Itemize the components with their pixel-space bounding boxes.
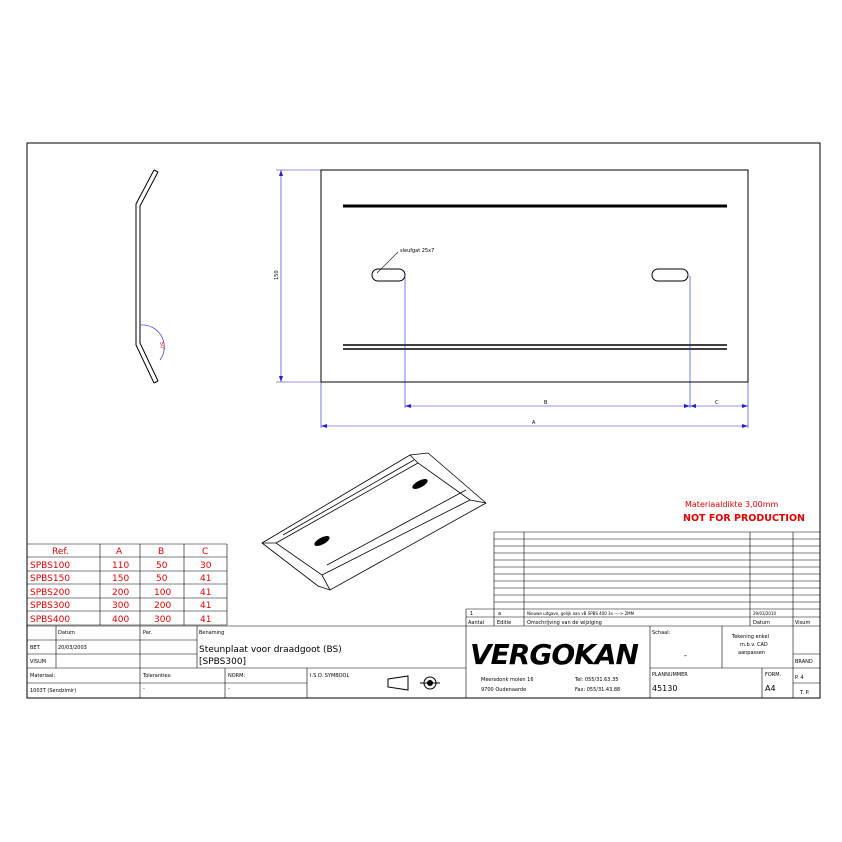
ref-cell: 41 [200, 574, 211, 584]
dim-b-label: B [544, 400, 548, 406]
drawing-label: Meersdonk molen 16 [481, 677, 534, 683]
ref-cell: 200 [112, 588, 129, 598]
drawing-label: Aantal [468, 620, 484, 626]
ref-cell: 30 [200, 561, 212, 571]
slot-left [371, 268, 406, 282]
drawing-label: m.b.v. CAD [740, 642, 768, 648]
dim-a-label: A [532, 420, 536, 426]
drawing-label: P. 4 [795, 675, 804, 681]
title-block-text: Datum Par. Benaming BET. 20/03/2003 VISU… [30, 630, 349, 694]
ref-header: C [202, 547, 208, 557]
drawing-label: BET. [30, 645, 41, 651]
company-logo: VERGOKAN [470, 638, 639, 671]
ref-cell: 150 [112, 574, 129, 584]
drawing-label: [SPBS300] [199, 657, 246, 667]
ref-cell: 200 [154, 601, 171, 611]
drawing-label: Editie [497, 620, 511, 626]
reference-table: Ref. A B C SPBS100 110 50 30 SPBS150 150… [27, 543, 228, 626]
isometric-view [261, 452, 487, 591]
ref-cell: SPBS100 [30, 561, 70, 571]
revision-table [465, 531, 820, 626]
ref-header: B [158, 547, 164, 557]
drawing-label: Schaal: [652, 630, 671, 636]
drawing-label: - [228, 686, 230, 692]
drawing-label: Toleranties: [142, 673, 172, 679]
drawing-label: Tekening enkel [731, 634, 769, 640]
ref-cell: 50 [156, 574, 168, 584]
drawing-label: T. P. [799, 690, 810, 696]
iso-symbol-icon [387, 675, 440, 691]
drawing-label: A4 [765, 684, 776, 693]
top-view-plate [320, 169, 749, 383]
drawing-label: Materiaal: [30, 673, 55, 679]
title-block [27, 625, 820, 698]
ref-cell: 300 [154, 615, 171, 625]
sheet-border [26, 142, 821, 699]
revision-headers: Aantal Editie Omschrijving van de wijzig… [468, 620, 810, 626]
material-thickness-note: Materiaaldikte 3,00mm [685, 500, 779, 509]
drawing-label: 20/03/2003 [58, 645, 87, 651]
ref-cell: 400 [112, 615, 129, 625]
drawing-label: 29/03/2010 [753, 611, 777, 616]
dim-height-label: 150 [274, 270, 280, 280]
drawing-label: Steunplaat voor draadgoot (BS) [199, 645, 342, 655]
drawing-label: Omschrijving van de wijziging [527, 620, 602, 626]
drawing-label: aanpassen [738, 650, 765, 656]
revision-row: 1 a Nieuwe uitgave, gelijk aan vB SPBS 4… [470, 611, 777, 617]
drawing-label: BRAND [795, 659, 813, 665]
drawing-label: a [498, 611, 501, 617]
drawing-label: 45130 [652, 684, 677, 693]
drawing-label: Tel: 055/31.63.35 [574, 677, 618, 683]
ref-header: A [116, 547, 123, 557]
ref-cell: 41 [200, 588, 211, 598]
ref-cell: 41 [200, 601, 211, 611]
drawing-label: VISUM [30, 659, 46, 665]
plate-outline [320, 169, 749, 383]
side-profile-view [135, 169, 165, 384]
dimension-lines [276, 169, 749, 428]
title-block-right: Schaal: - Tekening enkel m.b.v. CAD aanp… [652, 630, 813, 696]
ref-cell: 300 [112, 601, 129, 611]
dimension-arrows [279, 170, 748, 428]
ref-cell: 50 [156, 561, 168, 571]
ref-cell: SPBS150 [30, 574, 70, 584]
drawing-label: PLANNUMMER [652, 672, 688, 678]
drawing-label: - [684, 651, 687, 660]
drawing-label: 1003T (Sendzimir) [30, 688, 76, 694]
ref-header: Ref. [52, 547, 69, 557]
drawing-label: 9700 Oudenaarde [481, 687, 526, 693]
ref-cell: SPBS300 [30, 601, 70, 611]
ref-cell: 41 [200, 615, 211, 625]
drawing-label: Par. [143, 630, 152, 636]
ref-cell: SPBS200 [30, 588, 70, 598]
ref-cell: SPBS400 [30, 615, 70, 625]
drawing-label: I.S.O. SYMBOOL [310, 673, 349, 679]
drawing-label: Visum [795, 620, 810, 626]
drawing-label: Nieuwe uitgave, gelijk aan vB SPBS 400 3… [527, 611, 635, 616]
company-contact: Meersdonk molen 16 9700 Oudenaarde Tel: … [481, 677, 620, 693]
drawing-label: Datum [753, 620, 770, 626]
drawing-label: NORM: [228, 673, 245, 679]
slot-note: sleufgat 25x7 [400, 248, 434, 254]
drawing-label: Datum [58, 630, 75, 636]
angle-label: 50° [158, 341, 166, 351]
drawing-label: 1 [470, 611, 473, 617]
drawing-label: Fax: 055/31.43.88 [575, 687, 620, 693]
drawing-label: FORM. [765, 672, 782, 678]
drawing-label: - [143, 686, 145, 692]
not-for-production-note: NOT FOR PRODUCTION [683, 513, 805, 524]
dim-c-label: C [715, 400, 719, 406]
ref-cell: 110 [112, 561, 129, 571]
ref-cell: 100 [154, 588, 171, 598]
slot-right [651, 268, 689, 282]
drawing-label: Benaming [199, 630, 224, 636]
